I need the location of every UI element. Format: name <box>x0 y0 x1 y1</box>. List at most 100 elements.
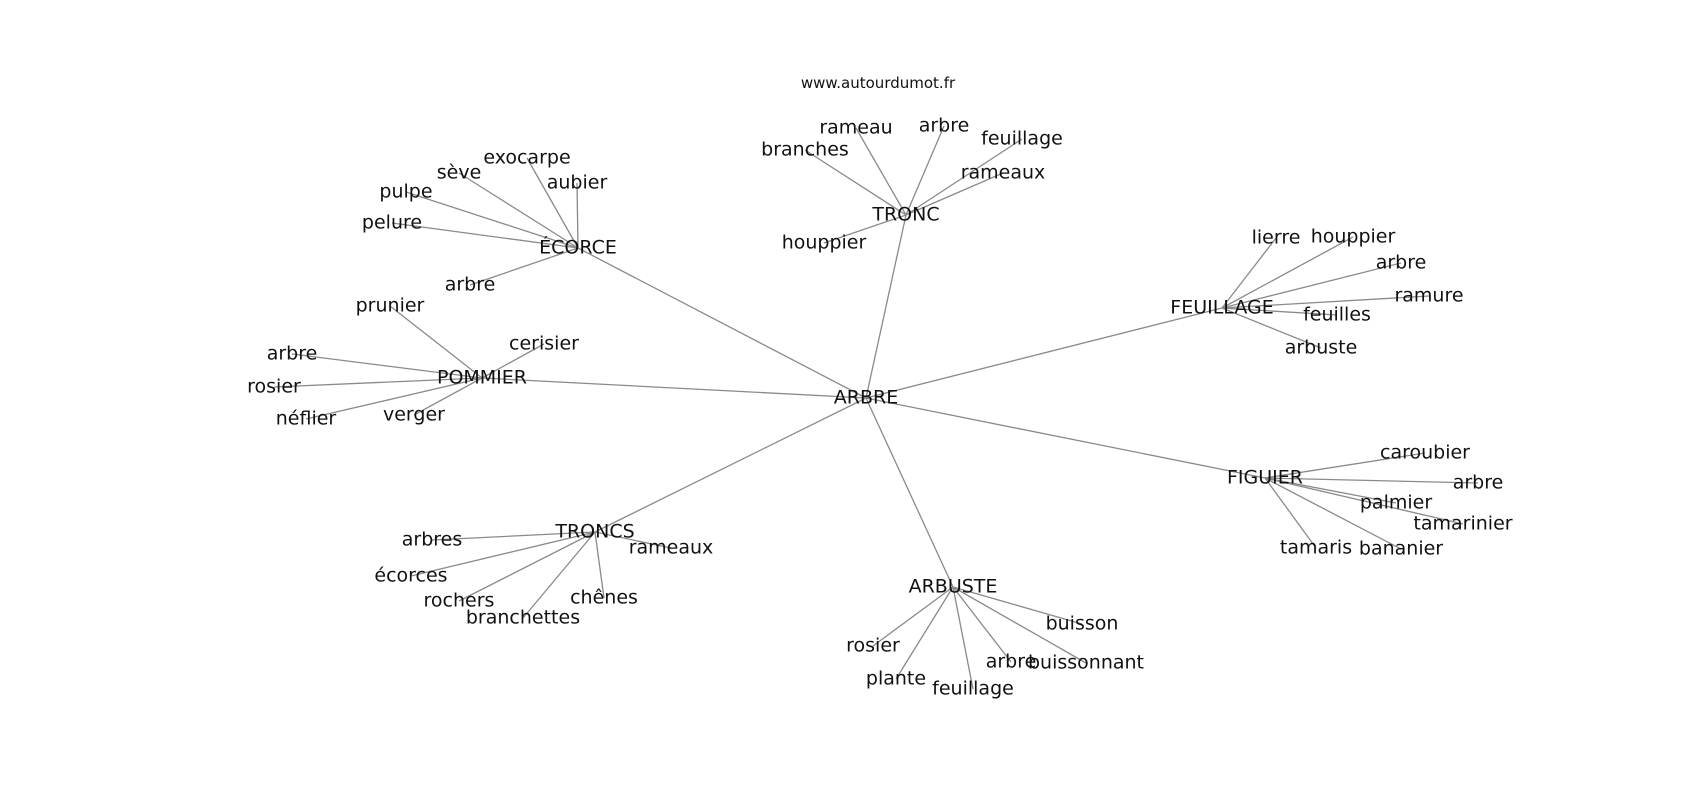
edge-cluster-leaf <box>413 377 483 416</box>
edge-cluster-leaf <box>823 214 907 244</box>
edge-cluster-leaf <box>1221 307 1338 316</box>
edge-cluster-leaf <box>526 157 579 249</box>
edge-cluster-leaf <box>594 531 672 549</box>
leaf-node-label: rochers <box>424 590 495 612</box>
leaf-node-label: houppier <box>1311 226 1396 248</box>
edge-cluster-leaf <box>576 182 579 249</box>
leaf-node-label: bananier <box>1359 538 1443 560</box>
leaf-node-label: arbre <box>267 343 318 365</box>
edge-cluster-leaf <box>1264 477 1479 484</box>
edge-cluster-leaf <box>273 377 483 388</box>
edge-cluster-leaf <box>431 531 596 541</box>
leaf-node-label: arbres <box>402 529 463 551</box>
edge-cluster-leaf <box>481 343 545 379</box>
source-label: www.autourdumot.fr <box>801 74 956 92</box>
leaf-node-label: néflier <box>276 408 337 430</box>
leaf-node-label: branchettes <box>466 607 580 629</box>
leaf-node-label: arbre <box>445 274 496 296</box>
edge-cluster-leaf <box>391 222 579 249</box>
leaf-node-label: exocarpe <box>483 147 570 169</box>
leaf-node-label: palmier <box>1360 492 1432 514</box>
edge-cluster-leaf <box>952 586 1012 663</box>
leaf-node-label: rosier <box>846 635 900 657</box>
leaf-node-label: rosier <box>247 376 301 398</box>
edge-root-cluster <box>865 307 1223 399</box>
leaf-node-label: cerisier <box>509 333 579 355</box>
edge-root-cluster <box>865 214 907 399</box>
leaf-node-label: chênes <box>570 587 638 609</box>
edge-cluster-leaf <box>469 247 579 286</box>
edge-cluster-leaf <box>522 531 596 619</box>
edge-cluster-leaf <box>389 305 483 379</box>
edge-cluster-leaf <box>804 149 907 216</box>
edge-cluster-leaf <box>1221 307 1322 349</box>
edge-cluster-leaf <box>905 138 1023 216</box>
edge-cluster-leaf <box>1221 295 1430 309</box>
edge-cluster-leaf <box>1264 477 1464 525</box>
edge-cluster-leaf <box>1264 477 1402 550</box>
cluster-node-label: FEUILLAGE <box>1170 297 1273 319</box>
root-node-label: ARBRE <box>834 387 898 409</box>
edge-cluster-leaf <box>855 127 907 216</box>
edge-cluster-leaf <box>1221 237 1277 309</box>
edge-root-cluster <box>865 397 1266 479</box>
edge-cluster-leaf <box>905 125 945 216</box>
edge-cluster-leaf <box>1221 262 1402 309</box>
cluster-node-label: TRONCS <box>554 521 634 543</box>
edge-cluster-leaf <box>405 191 579 249</box>
edge-root-cluster <box>865 397 954 588</box>
leaf-node-label: branches <box>761 139 849 161</box>
cluster-node-label: POMMIER <box>437 367 527 389</box>
edge-cluster-leaf <box>458 531 596 602</box>
cluster-node-label: FIGUIER <box>1227 467 1303 489</box>
edge-cluster-leaf <box>305 377 483 420</box>
edge-cluster-leaf <box>1264 477 1397 504</box>
edge-cluster-leaf <box>952 586 1083 625</box>
cluster-node-label: ÉCORCE <box>539 236 617 259</box>
leaf-node-label: arbre <box>1453 472 1504 494</box>
edge-cluster-leaf <box>594 531 605 599</box>
edge-cluster-leaf <box>1221 236 1354 309</box>
leaf-node-label: feuilles <box>1303 304 1371 326</box>
leaf-node-label: arbre <box>919 115 970 137</box>
edge-cluster-leaf <box>895 586 954 680</box>
leaf-node-label: tamaris <box>1280 537 1352 559</box>
leaf-node-label: feuillage <box>932 678 1014 700</box>
leaf-node-label: sève <box>437 162 482 184</box>
leaf-node-label: arbre <box>986 651 1037 673</box>
leaf-node-label: rameaux <box>629 537 714 559</box>
edge-cluster-leaf <box>1264 477 1317 549</box>
edge-cluster-leaf <box>872 586 954 647</box>
leaf-node-label: rameau <box>819 117 892 139</box>
leaf-node-label: écorces <box>374 565 447 587</box>
edge-root-cluster <box>481 377 867 399</box>
leaf-node-label: aubier <box>547 172 608 194</box>
leaf-node-label: pulpe <box>379 181 432 203</box>
edge-cluster-leaf <box>905 172 1004 216</box>
edge-cluster-leaf <box>410 531 596 577</box>
leaf-node-label: buissonnant <box>1028 652 1144 674</box>
edge-cluster-leaf <box>291 353 483 379</box>
leaf-node-label: arbre <box>1376 252 1427 274</box>
cluster-node-label: TRONC <box>871 204 939 226</box>
cluster-node-label: ARBUSTE <box>909 576 998 598</box>
leaf-node-label: feuillage <box>981 128 1063 150</box>
leaf-node-label: buisson <box>1046 613 1119 635</box>
leaf-node-label: verger <box>383 404 445 426</box>
leaf-node-label: tamarinier <box>1413 513 1512 535</box>
leaf-node-label: houppier <box>782 232 867 254</box>
leaf-node-label: arbuste <box>1285 337 1358 359</box>
leaf-node-label: rameaux <box>961 162 1046 184</box>
edge-cluster-leaf <box>952 586 1087 664</box>
edge-root-cluster <box>577 247 867 399</box>
leaf-node-label: prunier <box>356 295 425 317</box>
leaf-node-label: plante <box>866 668 926 690</box>
leaf-node-label: caroubier <box>1380 442 1470 464</box>
edge-cluster-leaf <box>458 172 579 249</box>
edge-cluster-leaf <box>1264 452 1426 479</box>
edge-cluster-leaf <box>952 586 974 690</box>
leaf-node-label: lierre <box>1252 227 1301 249</box>
leaf-node-label: ramure <box>1394 285 1463 307</box>
edge-root-cluster <box>594 397 867 533</box>
